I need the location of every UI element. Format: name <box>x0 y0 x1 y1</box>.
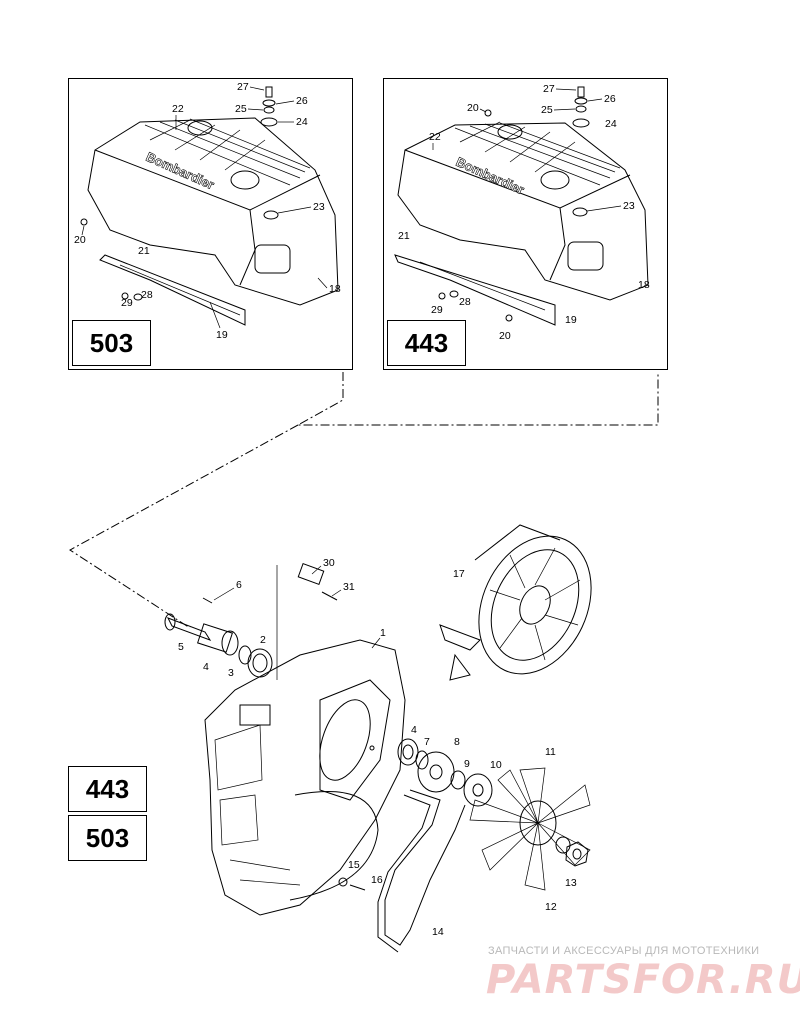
callout-16: 16 <box>371 874 383 886</box>
callout-31: 31 <box>343 581 355 593</box>
callout-27: 27 <box>543 83 555 95</box>
pulley-fan-drawing <box>338 738 591 953</box>
callout-25: 25 <box>235 103 247 115</box>
panel-503-model-label: 503 <box>72 320 151 366</box>
callout-26: 26 <box>296 95 308 107</box>
cowl-drawing-443: Bombardier <box>394 121 649 326</box>
callout-28: 28 <box>459 296 471 308</box>
callout-9: 9 <box>464 758 470 770</box>
callouts-443: 27 26 20 25 24 22 23 21 29 28 20 19 18 <box>398 83 650 342</box>
callout-6: 6 <box>236 579 242 591</box>
watermark-logo: PARTSFOR.RU <box>486 957 800 1003</box>
callout-20: 20 <box>74 234 86 246</box>
callout-23: 23 <box>313 201 325 213</box>
callout-3: 3 <box>228 667 234 679</box>
callout-29: 29 <box>121 297 133 309</box>
main-connector <box>69 424 299 629</box>
cowl-drawing-503: Bombardier <box>87 117 339 326</box>
callouts-503: 27 26 25 24 22 23 20 21 29 28 18 19 <box>74 81 341 341</box>
callout-19: 19 <box>216 329 228 341</box>
callout-28: 28 <box>141 289 153 301</box>
callout-22: 22 <box>429 131 441 143</box>
callout-30: 30 <box>323 557 335 569</box>
callout-26: 26 <box>604 93 616 105</box>
callout-15: 15 <box>348 859 360 871</box>
callout-20b: 20 <box>499 330 511 342</box>
panel-to-main-connector <box>296 372 659 426</box>
callout-5: 5 <box>178 641 184 653</box>
callout-27: 27 <box>237 81 249 93</box>
callout-4b: 4 <box>411 724 417 736</box>
main-model-label-503: 503 <box>68 815 147 861</box>
hardware-stack-443 <box>438 86 590 322</box>
shaft-assembly <box>164 563 338 680</box>
callout-4: 4 <box>203 661 209 673</box>
callout-8: 8 <box>454 736 460 748</box>
callout-21: 21 <box>138 245 150 257</box>
fan-housing-drawing <box>204 639 406 916</box>
callout-23: 23 <box>623 200 635 212</box>
callout-7: 7 <box>424 736 430 748</box>
hardware-stack-503 <box>80 86 279 301</box>
callout-14: 14 <box>432 926 444 938</box>
panel-443-model-label: 443 <box>387 320 466 366</box>
callout-1: 1 <box>380 627 386 639</box>
callout-24: 24 <box>605 118 617 130</box>
callout-2: 2 <box>260 634 266 646</box>
callout-11: 11 <box>545 746 556 758</box>
watermark-tagline: ЗАПЧАСТИ И АКСЕССУАРЫ ДЛЯ МОТОТЕХНИКИ <box>488 945 760 957</box>
callout-18: 18 <box>329 283 341 295</box>
callouts-main: 1 2 3 4 5 6 30 31 17 4 7 8 9 10 11 12 13… <box>178 557 577 938</box>
fan-guard-drawing <box>439 524 592 681</box>
callout-13: 13 <box>565 877 577 889</box>
callout-18: 18 <box>638 279 650 291</box>
callout-10: 10 <box>490 759 502 771</box>
callout-25: 25 <box>541 104 553 116</box>
callout-22: 22 <box>172 103 184 115</box>
callout-24: 24 <box>296 116 308 128</box>
callout-17: 17 <box>453 568 465 580</box>
callout-20: 20 <box>467 102 479 114</box>
callout-21: 21 <box>398 230 410 242</box>
callout-29: 29 <box>431 304 443 316</box>
svg-text:Bombardier: Bombardier <box>454 154 527 197</box>
callout-19: 19 <box>565 314 577 326</box>
callout-12: 12 <box>545 901 557 913</box>
main-model-label-443: 443 <box>68 766 147 812</box>
